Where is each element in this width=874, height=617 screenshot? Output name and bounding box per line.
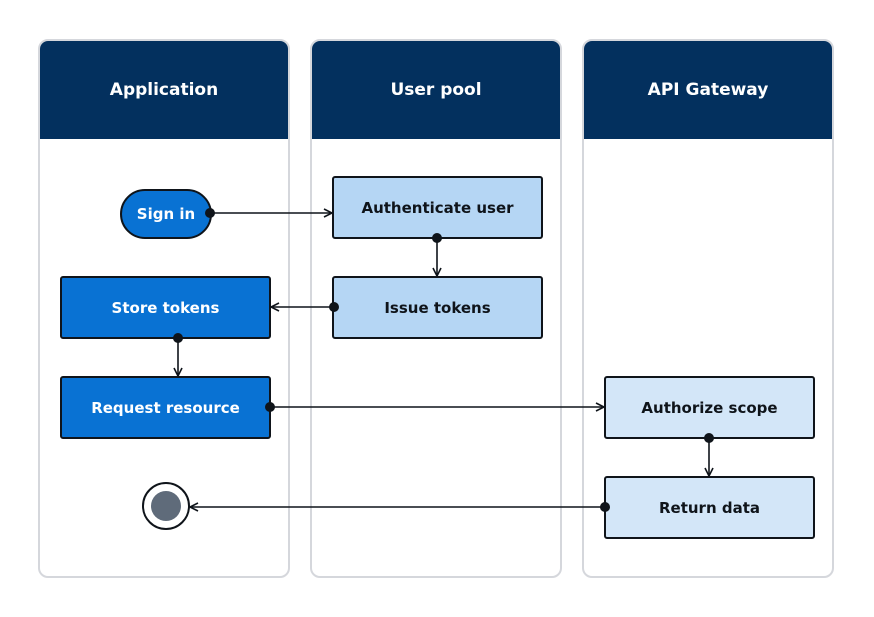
arrow-request-to-authorize: [265, 402, 604, 412]
arrow-authenticate-to-issue: [432, 233, 442, 276]
arrow-return-to-end: [190, 502, 610, 512]
authenticate-user-node: Authenticate user: [332, 176, 543, 239]
end-node-fill: [151, 491, 181, 521]
arrow-store-to-request: [173, 333, 183, 376]
lane-header-user-pool: User pool: [312, 41, 560, 139]
lane-header-application: Application: [40, 41, 288, 139]
authorize-scope-node: Authorize scope: [604, 376, 815, 439]
arrow-issue-to-store: [271, 302, 339, 312]
request-resource-node: Request resource: [60, 376, 271, 439]
arrow-authorize-to-return: [704, 433, 714, 476]
store-tokens-node: Store tokens: [60, 276, 271, 339]
arrow-sign-in-to-authenticate: [205, 208, 332, 218]
issue-tokens-node: Issue tokens: [332, 276, 543, 339]
lane-header-api-gateway: API Gateway: [584, 41, 832, 139]
return-data-node: Return data: [604, 476, 815, 539]
